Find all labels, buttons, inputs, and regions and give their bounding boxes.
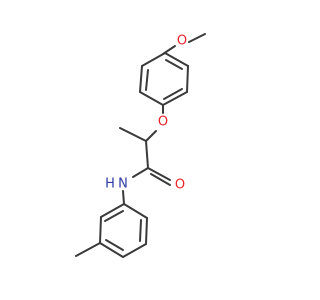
- bond-ring2-3: [99, 242, 124, 258]
- bond-carbonyl-co-2: [150, 173, 171, 186]
- bond-ring2-4: [122, 243, 147, 258]
- bond-chiral-c-carbonyl: [145, 140, 149, 169]
- atom-labels: O O O N H: [105, 34, 187, 193]
- bond-ring2-5-inner: [139, 219, 142, 242]
- bond-ring1-2-inner: [145, 69, 149, 91]
- bond-chiral-c-methyl: [119, 127, 147, 142]
- bond-methyl-methoxy-o: [188, 33, 206, 43]
- atom-label-amide-hydrogen: H: [105, 177, 115, 192]
- bond-carbonyl-n: [132, 167, 149, 178]
- bond-ring1-6-inner: [165, 59, 183, 70]
- bond-ring2-1: [100, 203, 125, 218]
- bond-ring2-1-inner: [104, 210, 124, 222]
- bond-ring1-6: [164, 52, 189, 67]
- bond-ether-o-chiral-c: [145, 130, 157, 142]
- bond-n-ring2: [122, 190, 125, 205]
- atom-label-amide-nitrogen: N: [118, 177, 128, 192]
- bond-ring2-5: [145, 217, 148, 245]
- bond-ring1-4-inner: [163, 88, 183, 100]
- bond-lines: [75, 33, 206, 258]
- atom-label-carbonyl-oxygen: O: [175, 178, 185, 193]
- bond-ring2-methyl: [75, 242, 101, 257]
- bond-ring1-3: [139, 91, 164, 106]
- bond-ring1-5: [186, 65, 189, 93]
- bond-ring2-3-inner: [105, 239, 124, 251]
- bond-ring1-4: [162, 91, 188, 106]
- bond-ring2-6: [123, 203, 148, 219]
- chemical-structure-diagram: O O O N H: [75, 33, 206, 258]
- bond-carbonyl-co-1: [147, 167, 171, 181]
- bond-ring1-2: [139, 65, 143, 93]
- atom-label-methoxy-oxygen: O: [177, 34, 187, 49]
- bond-ring2-2: [99, 216, 102, 244]
- atom-label-ether-oxygen: O: [158, 115, 168, 130]
- bond-ring1-1: [141, 52, 166, 67]
